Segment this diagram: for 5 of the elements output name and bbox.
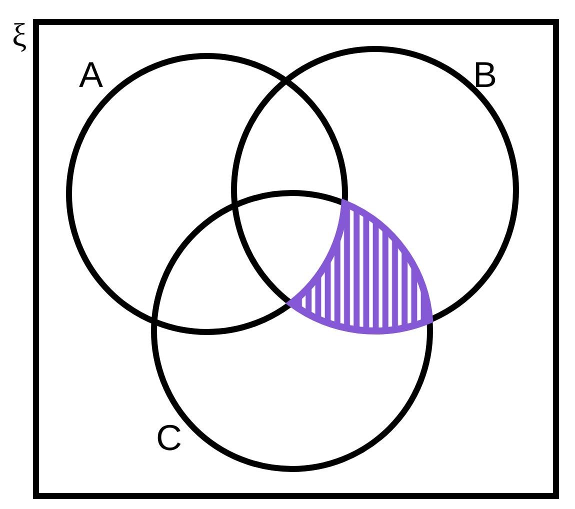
set-label: C (156, 420, 182, 456)
set-label: B (473, 57, 498, 93)
set-label: A (79, 57, 104, 93)
universal-set-symbol: ξ (12, 20, 27, 53)
shaded-region (288, 200, 434, 334)
